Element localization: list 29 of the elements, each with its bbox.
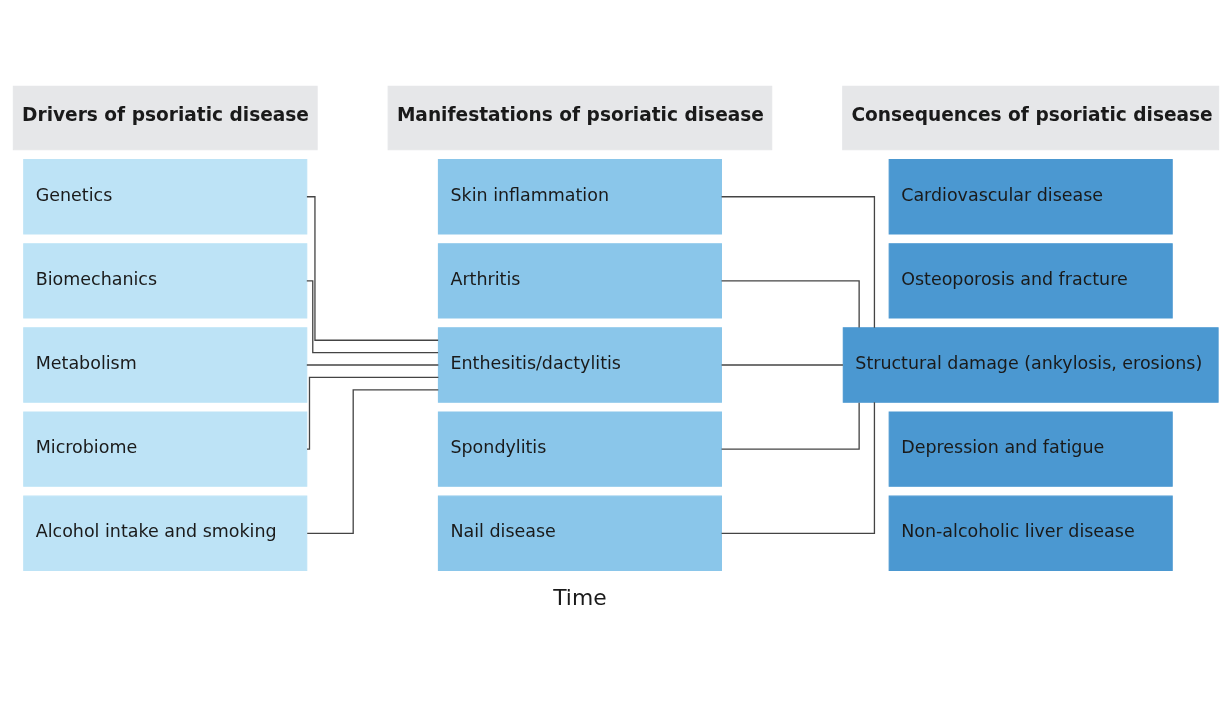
label: Time <box>553 585 607 611</box>
node-box: Genetics <box>23 159 308 235</box>
connector <box>306 389 439 534</box>
node-box: Arthritis <box>437 243 722 319</box>
node-box: Alcohol intake and smoking <box>23 495 308 571</box>
connector <box>306 376 440 450</box>
node-box: Drivers of psoriatic disease <box>12 85 318 151</box>
connector <box>720 280 860 329</box>
node-box: Skin inflammation <box>437 159 722 235</box>
node-box: Depression and fatigue <box>888 411 1173 487</box>
connector <box>720 196 876 329</box>
connector <box>720 402 860 450</box>
node-box: Enthesitis/dactylitis <box>437 327 722 403</box>
connector <box>306 364 439 366</box>
node-box: Cardiovascular disease <box>888 159 1173 235</box>
node-box: Structural damage (ankylosis, erosions) <box>842 327 1219 403</box>
connector <box>306 196 439 341</box>
connector <box>720 401 876 534</box>
node-box: Biomechanics <box>23 243 308 319</box>
connector <box>721 364 844 366</box>
node-box: Nail disease <box>437 495 722 571</box>
node-box: Microbiome <box>23 411 308 487</box>
node-box: Metabolism <box>23 327 308 403</box>
node-box: Consequences of psoriatic disease <box>842 85 1220 151</box>
node-box: Spondylitis <box>437 411 722 487</box>
node-box: Manifestations of psoriatic disease <box>387 85 773 151</box>
node-box: Osteoporosis and fracture <box>888 243 1173 319</box>
connector <box>306 280 439 354</box>
node-box: Non-alcoholic liver disease <box>888 495 1173 571</box>
